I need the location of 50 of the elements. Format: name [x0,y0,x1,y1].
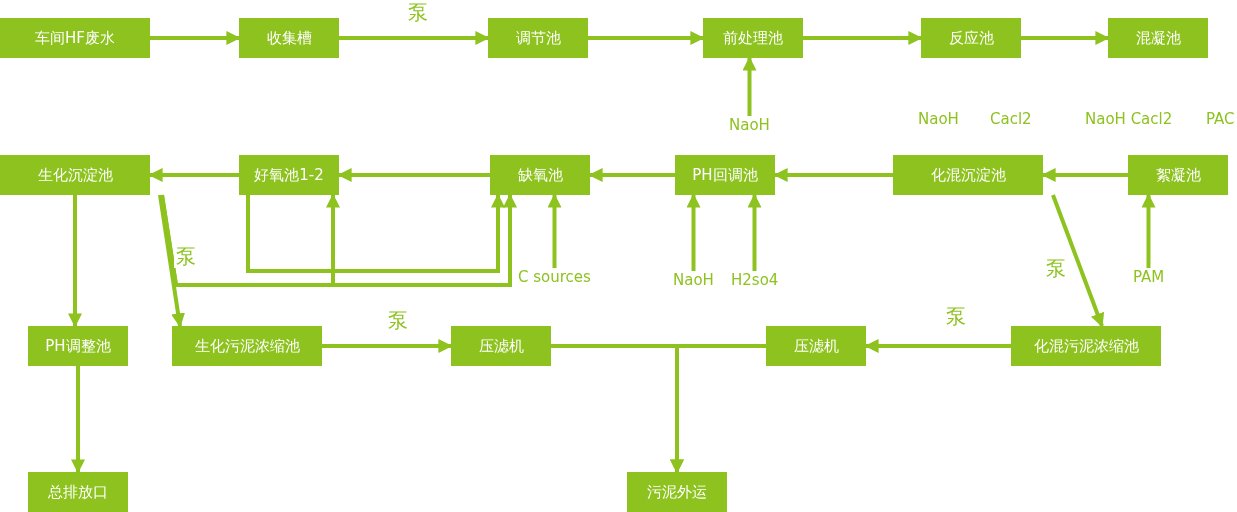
edge-label: 泵 [944,304,968,328]
chemical-label: PAM [1133,268,1165,286]
process-box: 反应池 [921,18,1021,58]
arrow [160,193,517,287]
edge-label: 泵 [386,308,410,332]
arrow [1051,194,1105,328]
arrow [322,339,453,353]
arrow [588,31,705,45]
arrow [68,195,82,328]
process-box: 总排放口 [28,472,128,512]
chemical-label: PAC [1206,110,1235,128]
process-box: 调节池 [488,18,588,58]
arrow [686,193,701,271]
process-box: 生化沉淀池 [0,155,150,195]
arrow [1141,193,1156,268]
edge-label: 泵 [406,0,430,24]
arrow [158,194,185,328]
process-box: 压滤机 [766,326,866,366]
process-box: PH回调池 [675,155,775,195]
chemical-label: NaoH [918,110,959,128]
arrow [547,193,562,268]
edge-label: 泵 [1044,256,1068,280]
arrow [742,56,757,116]
process-box: 好氧池1-2 [239,155,339,195]
process-box: 化混沉淀池 [893,155,1043,195]
process-box: 缺氧池 [490,155,590,195]
arrow [246,193,505,273]
arrow [71,366,85,474]
process-box: 絮凝池 [1128,155,1228,195]
chemical-label: NaoH [673,271,714,289]
arrow [803,31,923,45]
process-box: 压滤机 [451,326,551,366]
process-box: 混凝池 [1108,18,1208,58]
arrow [150,31,241,45]
process-box: 前处理池 [703,18,803,58]
chemical-label: NaoH Cacl2 [1085,110,1173,128]
edge-label: 泵 [174,244,198,268]
process-box: PH调整池 [28,326,128,366]
process-box: 收集槽 [239,18,339,58]
chemical-label: Cacl2 [990,110,1032,128]
chemical-label: NaoH [729,116,770,134]
arrow [747,193,762,271]
chemical-label: C sources [518,268,591,286]
process-box: 污泥外运 [627,472,727,512]
arrow [1021,31,1110,45]
process-box: 生化污泥浓缩池 [172,326,322,366]
chemical-label: H2so4 [731,271,779,289]
process-box: 车间HF废水 [0,18,150,58]
arrow [339,31,490,45]
process-box: 化混污泥浓缩池 [1011,326,1161,366]
